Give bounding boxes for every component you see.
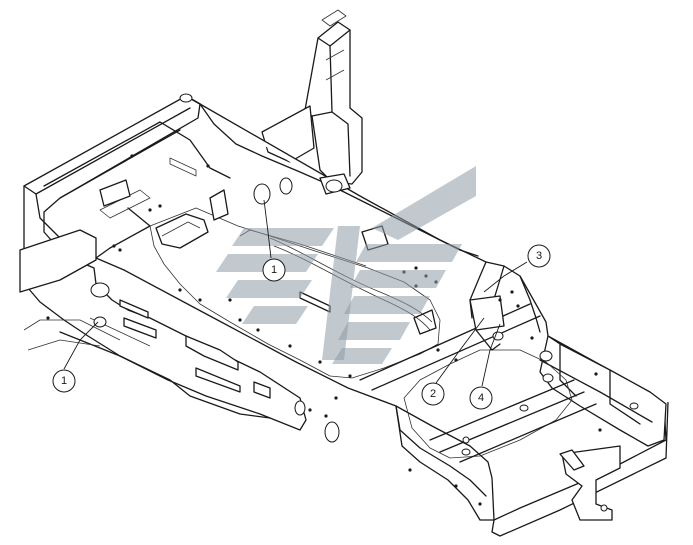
callout-2: 2 xyxy=(421,382,445,406)
rear-tower xyxy=(261,9,363,185)
callout-label: 4 xyxy=(478,392,484,404)
callout-1-upper: 1 xyxy=(262,258,286,282)
callout-4: 4 xyxy=(469,386,493,410)
leader-lines xyxy=(63,199,528,387)
callout-1-lower: 1 xyxy=(52,369,76,393)
callout-label: 2 xyxy=(430,388,436,400)
callout-3: 3 xyxy=(527,244,551,268)
callout-label: 1 xyxy=(271,264,277,276)
main-frame xyxy=(19,95,669,537)
watermark-logo-icon xyxy=(216,166,476,364)
callout-label: 1 xyxy=(61,375,67,387)
callout-label: 3 xyxy=(536,250,542,262)
